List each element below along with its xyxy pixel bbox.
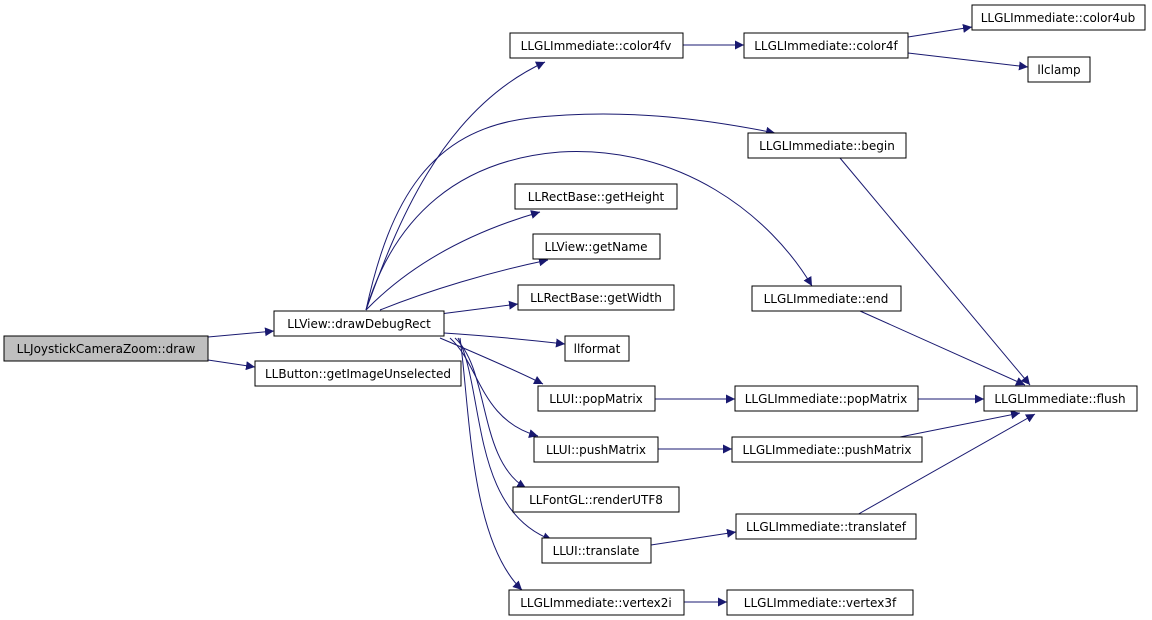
- node-label: LLGLImmediate::color4ub: [981, 11, 1136, 25]
- node-vertex3f[interactable]: LLGLImmediate::vertex3f: [726, 589, 914, 616]
- node-ui-translate[interactable]: LLUI::translate: [541, 537, 652, 564]
- node-label: LLGLImmediate::begin: [759, 139, 895, 153]
- node-box: [273, 310, 445, 337]
- node-getWidth[interactable]: LLRectBase::getWidth: [517, 284, 675, 311]
- node-llclamp[interactable]: llclamp: [1027, 56, 1091, 83]
- node-box: [541, 537, 652, 564]
- node-color4ub[interactable]: LLGLImmediate::color4ub: [971, 4, 1146, 31]
- node-label: llclamp: [1037, 63, 1080, 77]
- node-renderUTF8[interactable]: LLFontGL::renderUTF8: [512, 486, 680, 513]
- edge-drawDebugRect-to-renderUTF8: [454, 337, 527, 489]
- edge-drawDebugRect-to-end: [365, 151, 813, 311]
- node-box: [1027, 56, 1091, 83]
- node-translatef[interactable]: LLGLImmediate::translatef: [735, 513, 917, 540]
- node-vertex2i[interactable]: LLGLImmediate::vertex2i: [508, 589, 685, 616]
- node-gl-pushMatrix[interactable]: LLGLImmediate::pushMatrix: [731, 436, 923, 463]
- edge-drawDebugRect-to-ui-popMatrix: [439, 337, 544, 385]
- node-label: LLRectBase::getWidth: [530, 291, 662, 305]
- node-box: [735, 513, 917, 540]
- node-box: [254, 360, 462, 387]
- node-drawDebugRect[interactable]: LLView::drawDebugRect: [273, 310, 445, 337]
- node-box: [743, 32, 909, 59]
- node-box: [971, 4, 1146, 31]
- node-color4fv[interactable]: LLGLImmediate::color4fv: [509, 32, 684, 59]
- node-color4f[interactable]: LLGLImmediate::color4f: [743, 32, 909, 59]
- node-box: [734, 385, 919, 412]
- node-label: LLView::drawDebugRect: [287, 317, 431, 331]
- node-label: LLGLImmediate::vertex2i: [520, 596, 672, 610]
- node-box: [537, 385, 656, 412]
- node-box: [533, 436, 659, 463]
- node-gl-popMatrix[interactable]: LLGLImmediate::popMatrix: [734, 385, 919, 412]
- node-box: [512, 486, 680, 513]
- node-label: LLGLImmediate::color4fv: [521, 39, 672, 53]
- edge-color4f-to-color4ub: [907, 23, 973, 38]
- node-label: LLUI::translate: [553, 544, 640, 558]
- node-box: [509, 32, 684, 59]
- node-label: LLButton::getImageUnselected: [265, 367, 451, 381]
- node-label: LLGLImmediate::vertex3f: [744, 596, 897, 610]
- node-label: LLJoystickCameraZoom::draw: [17, 342, 196, 356]
- node-label: LLGLImmediate::pushMatrix: [743, 443, 912, 457]
- edge-begin-to-flush: [839, 157, 1031, 386]
- node-box: [726, 589, 914, 616]
- edge-layer: [207, 23, 1036, 607]
- edge-end-to-flush: [859, 310, 1026, 386]
- edge-drawDebugRect-to-ui-pushMatrix: [449, 337, 539, 438]
- edge-drawDebugRect-to-begin: [365, 113, 776, 311]
- node-label: LLUI::popMatrix: [549, 392, 643, 406]
- edge-root-to-getImageUnselected: [207, 359, 256, 371]
- node-box: [731, 436, 923, 463]
- node-box: [532, 233, 661, 260]
- node-box: [514, 183, 678, 210]
- edge-drawDebugRect-to-llformat: [443, 332, 566, 348]
- edge-color4f-to-llclamp: [907, 52, 1029, 71]
- node-label: LLGLImmediate::color4f: [754, 39, 898, 53]
- node-label: LLGLImmediate::translatef: [746, 520, 907, 534]
- node-end[interactable]: LLGLImmediate::end: [751, 285, 902, 312]
- node-getImageUnselected[interactable]: LLButton::getImageUnselected: [254, 360, 462, 387]
- node-label: llformat: [574, 342, 621, 356]
- node-box: [3, 335, 209, 362]
- edge-drawDebugRect-to-getName: [379, 257, 549, 311]
- node-label: LLGLImmediate::end: [764, 292, 889, 306]
- edge-drawDebugRect-to-vertex2i: [459, 337, 523, 591]
- node-getHeight[interactable]: LLRectBase::getHeight: [514, 183, 678, 210]
- node-label: LLRectBase::getHeight: [528, 190, 665, 204]
- edge-root-to-drawDebugRect: [207, 327, 275, 338]
- node-getName[interactable]: LLView::getName: [532, 233, 661, 260]
- node-box: [517, 284, 675, 311]
- node-ui-popMatrix[interactable]: LLUI::popMatrix: [537, 385, 656, 412]
- node-box: [747, 132, 907, 159]
- node-box: [983, 385, 1138, 412]
- node-label: LLGLImmediate::flush: [994, 392, 1125, 406]
- edge-gl-pushMatrix-to-flush: [899, 410, 1021, 438]
- node-label: LLGLImmediate::popMatrix: [745, 392, 908, 406]
- node-root[interactable]: LLJoystickCameraZoom::draw: [3, 335, 209, 362]
- node-flush[interactable]: LLGLImmediate::flush: [983, 385, 1138, 412]
- node-box: [751, 285, 902, 312]
- node-label: LLView::getName: [544, 240, 647, 254]
- node-label: LLUI::pushMatrix: [546, 443, 646, 457]
- edge-drawDebugRect-to-getWidth: [439, 300, 519, 315]
- edge-drawDebugRect-to-ui-translate: [457, 337, 553, 542]
- edge-drawDebugRect-to-getHeight: [365, 210, 541, 311]
- node-layer: LLJoystickCameraZoom::draw LLView::drawD…: [3, 4, 1146, 616]
- edge-ui-translate-to-translatef: [650, 528, 737, 546]
- edge-translatef-to-flush: [854, 413, 1036, 517]
- node-label: LLFontGL::renderUTF8: [529, 493, 663, 507]
- node-begin[interactable]: LLGLImmediate::begin: [747, 132, 907, 159]
- node-ui-pushMatrix[interactable]: LLUI::pushMatrix: [533, 436, 659, 463]
- node-box: [564, 335, 630, 362]
- node-llformat[interactable]: llformat: [564, 335, 630, 362]
- node-box: [508, 589, 685, 616]
